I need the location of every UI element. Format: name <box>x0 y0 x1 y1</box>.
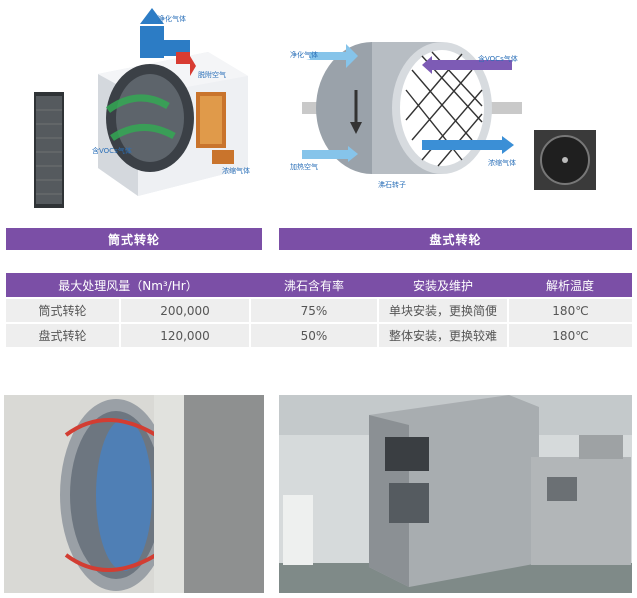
row-install: 单块安装，更换简便 <box>377 297 508 323</box>
callout-heated-air: 加热空气 <box>290 163 318 171</box>
disc-rotor-illustration <box>302 42 596 190</box>
header-zeolite-content: 沸石含有率 <box>250 273 378 298</box>
callout-concentrated-gas: 浓缩气体 <box>488 159 516 167</box>
table-row: 盘式转轮 120,000 50% 整体安装，更换较难 180℃ <box>6 322 632 347</box>
row-name: 盘式转轮 <box>6 322 120 347</box>
disc-rotor-label: 盘式转轮 <box>279 228 632 250</box>
header-desorption-temp: 解析温度 <box>508 273 632 298</box>
cylinder-rotor-label: 筒式转轮 <box>6 228 262 250</box>
header-max-airflow: 最大处理风量（Nm³/Hr） <box>6 273 250 298</box>
disc-rotor-diagram: 净化气体 含VOCs气体 加热空气 浓缩气体 沸石转子 <box>282 10 632 210</box>
rotor-comparison-table: 最大处理风量（Nm³/Hr） 沸石含有率 安装及维护 解析温度 筒式转轮 200… <box>6 273 632 347</box>
cylinder-rotor-photo-image <box>4 395 264 593</box>
cylinder-rotor-illustration <box>34 8 248 208</box>
table-row: 筒式转轮 200,000 75% 单块安装，更换简便 180℃ <box>6 297 632 323</box>
header-installation: 安装及维护 <box>378 273 508 298</box>
row-install: 整体安装，更换较难 <box>377 322 508 347</box>
row-name: 筒式转轮 <box>6 297 120 323</box>
callout-concentrated-gas: 浓缩气体 <box>222 167 250 175</box>
callout-clean-gas: 净化气体 <box>158 15 186 23</box>
cylinder-rotor-diagram: 净化气体 脱附空气 含VOCs气体 浓缩气体 <box>0 0 270 220</box>
callout-desorption-air: 脱附空气 <box>198 71 226 79</box>
callout-zeolite-rotor: 沸石转子 <box>378 181 406 189</box>
equipment-photo-image <box>279 395 632 593</box>
equipment-photo <box>279 395 632 593</box>
row-temp: 180℃ <box>507 322 632 347</box>
cylinder-rotor-photo <box>4 395 264 593</box>
callout-voc-gas: 含VOCs气体 <box>478 55 518 63</box>
row-airflow: 200,000 <box>119 297 250 323</box>
row-zeolite: 75% <box>249 297 378 323</box>
callout-voc-gas: 含VOCs气体 <box>92 147 132 155</box>
row-airflow: 120,000 <box>119 322 250 347</box>
row-temp: 180℃ <box>507 297 632 323</box>
table-header-row: 最大处理风量（Nm³/Hr） 沸石含有率 安装及维护 解析温度 <box>6 273 632 298</box>
callout-clean-gas: 净化气体 <box>290 51 318 59</box>
row-zeolite: 50% <box>249 322 378 347</box>
